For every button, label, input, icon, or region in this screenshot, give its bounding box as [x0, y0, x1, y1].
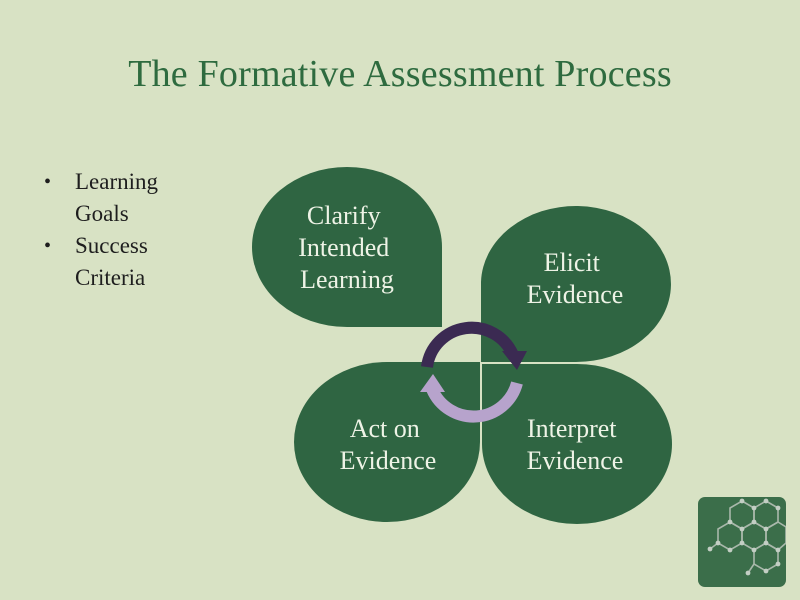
- step-label-clarify: Clarify Intended Learning: [298, 201, 395, 294]
- bullet-item: Success Criteria: [44, 230, 204, 294]
- hexagon-network-icon: [698, 497, 786, 587]
- bullet-list: Learning Goals Success Criteria: [44, 166, 204, 294]
- petal-interpret: [482, 364, 672, 524]
- circular-arrows-icon: [420, 321, 527, 423]
- slide-title: The Formative Assessment Process: [128, 53, 672, 95]
- step-label-interpret: Interpret Evidence: [527, 414, 624, 475]
- bullet-item: Learning Goals: [44, 166, 204, 230]
- petal-clarify: [252, 167, 442, 327]
- step-label-act: Act on Evidence: [340, 414, 437, 475]
- petal-elicit: [481, 206, 671, 363]
- step-label-elicit: Elicit Evidence: [527, 248, 624, 309]
